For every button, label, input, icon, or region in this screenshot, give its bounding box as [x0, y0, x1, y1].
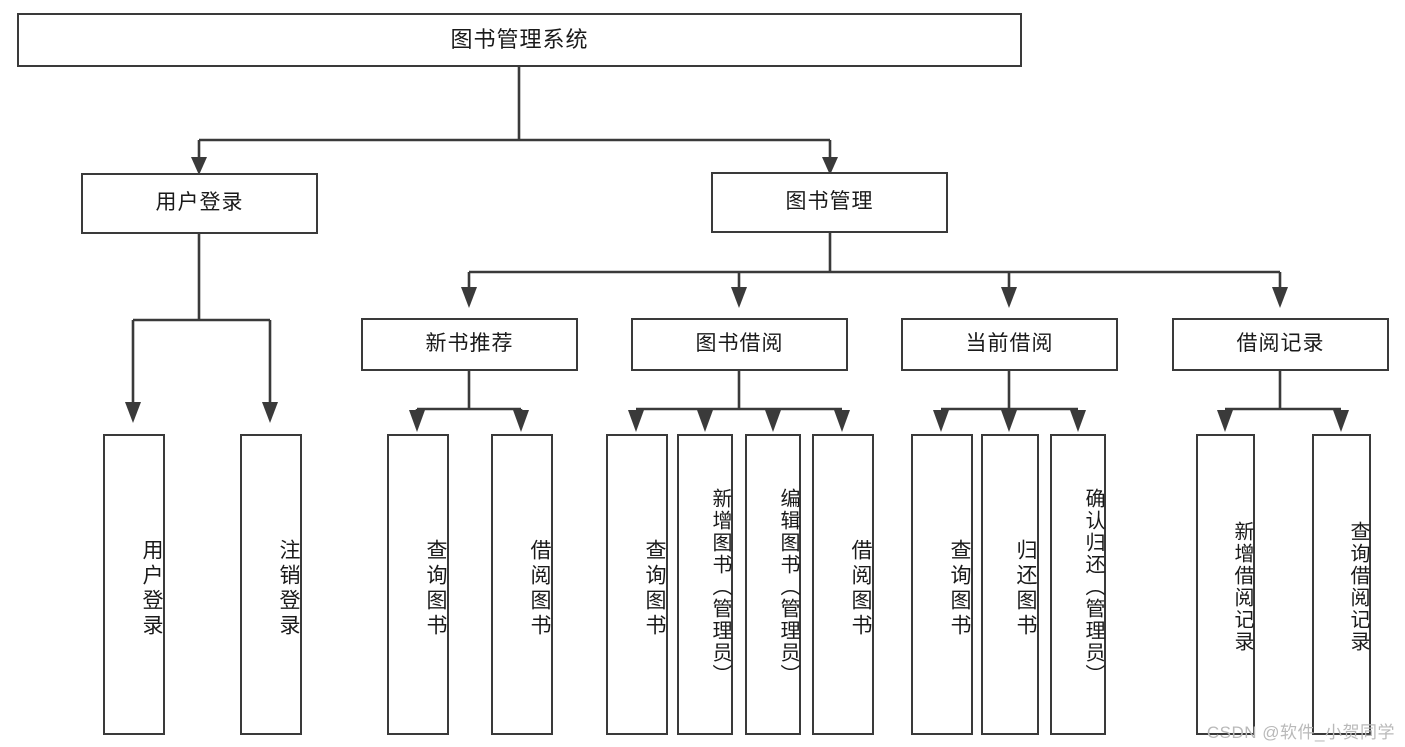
arrow-user-login-leaf2 — [262, 402, 278, 423]
arrow-br-leaf1 — [1217, 410, 1233, 432]
leaf-currentborrow-confirm-return-admin[interactable]: 确认归还（管理员） — [1050, 434, 1106, 735]
leaf-currentborrow-query-book[interactable]: 查询图书 — [911, 434, 973, 735]
arrow-new-book — [461, 287, 477, 308]
arrow-user-login-leaf1 — [125, 402, 141, 423]
arrow-nb-leaf2 — [513, 410, 529, 432]
node-user-login[interactable]: 用户登录 — [81, 173, 318, 234]
leaf-user-login-signin[interactable]: 用户登录 — [103, 434, 165, 735]
arrow-bb-leaf3 — [765, 410, 781, 432]
leaf-bookborrow-query-book[interactable]: 查询图书 — [606, 434, 668, 735]
node-current-borrow[interactable]: 当前借阅 — [901, 318, 1118, 371]
arrow-cb-leaf1 — [933, 410, 949, 432]
leaf-borrowrecord-add-record[interactable]: 新增借阅记录 — [1196, 434, 1255, 735]
arrow-cb-leaf2 — [1001, 410, 1017, 432]
leaf-newbook-query-book[interactable]: 查询图书 — [387, 434, 449, 735]
arrow-current-borrow — [1001, 287, 1017, 308]
arrow-book-borrow — [731, 287, 747, 308]
leaf-user-login-signout[interactable]: 注销登录 — [240, 434, 302, 735]
leaf-bookborrow-borrow-book[interactable]: 借阅图书 — [812, 434, 874, 735]
leaf-borrowrecord-query-record[interactable]: 查询借阅记录 — [1312, 434, 1371, 735]
arrow-nb-leaf1 — [409, 410, 425, 432]
arrow-borrow-record — [1272, 287, 1288, 308]
node-root-system[interactable]: 图书管理系统 — [17, 13, 1022, 67]
node-new-book-recommend[interactable]: 新书推荐 — [361, 318, 578, 371]
arrow-cb-leaf3 — [1070, 410, 1086, 432]
node-book-borrow[interactable]: 图书借阅 — [631, 318, 848, 371]
arrow-bb-leaf1 — [628, 410, 644, 432]
leaf-bookborrow-add-book-admin[interactable]: 新增图书（管理员） — [677, 434, 733, 735]
leaf-newbook-borrow-book[interactable]: 借阅图书 — [491, 434, 553, 735]
leaf-bookborrow-edit-book-admin[interactable]: 编辑图书（管理员） — [745, 434, 801, 735]
node-borrow-record[interactable]: 借阅记录 — [1172, 318, 1389, 371]
arrow-br-leaf2 — [1333, 410, 1349, 432]
arrow-bb-leaf4 — [834, 410, 850, 432]
arrow-bb-leaf2 — [697, 410, 713, 432]
leaf-currentborrow-return-book[interactable]: 归还图书 — [981, 434, 1039, 735]
node-book-management[interactable]: 图书管理 — [711, 172, 948, 233]
